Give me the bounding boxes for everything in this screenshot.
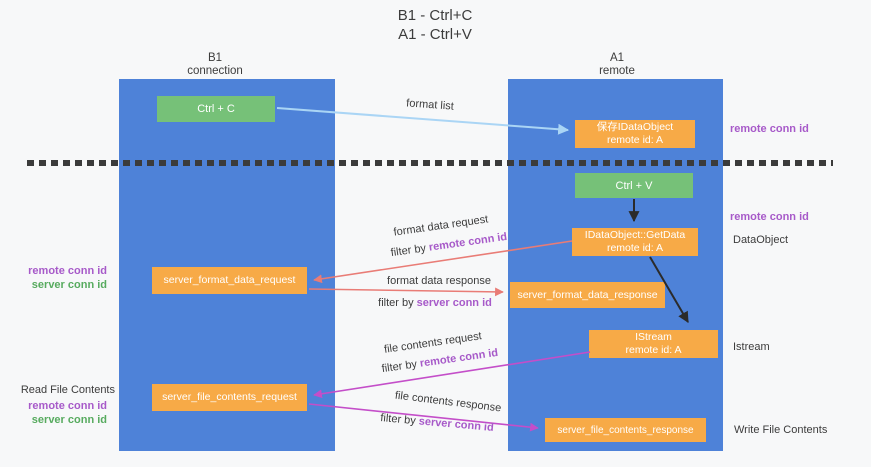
- format-data-response-arrow: [308, 287, 504, 297]
- right-column-name: A1: [609, 52, 625, 64]
- save-idataobject-line2: remote id: A: [606, 134, 663, 146]
- remote-conn-id-key: remote conn id: [428, 230, 508, 254]
- server-file-contents-request-node: server_file_contents_request: [152, 384, 307, 411]
- diagram-title-line1: B1 - Ctrl+C: [397, 7, 473, 24]
- left-column-name: B1: [207, 52, 223, 64]
- getdata-line2: remote id: A: [606, 242, 663, 254]
- diagram-title: B1 - Ctrl+C A1 - Ctrl+V: [300, 6, 570, 44]
- file-contents-response-label: file contents response: [394, 389, 502, 415]
- server-file-contents-response-node: server_file_contents_response: [545, 418, 706, 442]
- left-server-conn-id-label-top: server conn id: [31, 279, 107, 291]
- idataobject-getdata-node: IDataObject::GetData remote id: A: [572, 228, 698, 256]
- file-contents-response-filter-label: filter by server conn id: [377, 412, 498, 435]
- remote-conn-id-label-mid: remote conn id: [730, 211, 809, 223]
- dataobject-label: DataObject: [733, 234, 789, 246]
- server-format-data-response-node: server_format_data_response: [510, 282, 665, 308]
- istream-node: IStream remote id: A: [589, 330, 718, 358]
- server-format-data-request-node: server_format_data_request: [152, 267, 307, 294]
- filter-by-text: filter by: [380, 357, 421, 376]
- filter-by-text: filter by: [389, 241, 430, 260]
- right-column-role: remote: [599, 65, 635, 77]
- filter-by-text: filter by: [378, 297, 417, 309]
- server-conn-id-key: server conn id: [418, 415, 495, 434]
- left-column-header: B1 connection: [155, 52, 275, 78]
- getdata-line1: IDataObject::GetData: [584, 229, 686, 241]
- ctrl-c-node: Ctrl + C: [157, 96, 275, 122]
- istream-line2: remote id: A: [625, 344, 682, 356]
- save-idataobject-node: 保存IDataObject remote id: A: [575, 120, 695, 148]
- left-server-conn-id-label-bottom: server conn id: [31, 414, 107, 426]
- save-idataobject-line1: 保存IDataObject: [596, 121, 674, 133]
- ctrl-v-node: Ctrl + V: [575, 173, 693, 198]
- left-remote-conn-id-label-top: remote conn id: [28, 265, 107, 277]
- read-file-contents-label: Read File Contents: [20, 384, 115, 396]
- format-data-response-filter-label: filter by server conn id: [376, 297, 494, 310]
- format-list-label: format list: [405, 97, 455, 113]
- left-column-role: connection: [187, 65, 243, 77]
- right-column-header: A1 remote: [557, 52, 677, 78]
- write-file-contents-label: Write File Contents: [734, 424, 828, 436]
- dashed-separator-line: [27, 160, 833, 166]
- istream-label: Istream: [733, 341, 770, 353]
- istream-line1: IStream: [635, 331, 672, 343]
- diagram-title-line2: A1 - Ctrl+V: [398, 26, 472, 43]
- remote-conn-id-label-top: remote conn id: [730, 123, 809, 135]
- filter-by-text: filter by: [379, 412, 420, 428]
- left-remote-conn-id-label-bottom: remote conn id: [28, 400, 107, 412]
- server-conn-id-key: server conn id: [416, 297, 492, 309]
- format-data-response-label: format data response: [387, 275, 491, 287]
